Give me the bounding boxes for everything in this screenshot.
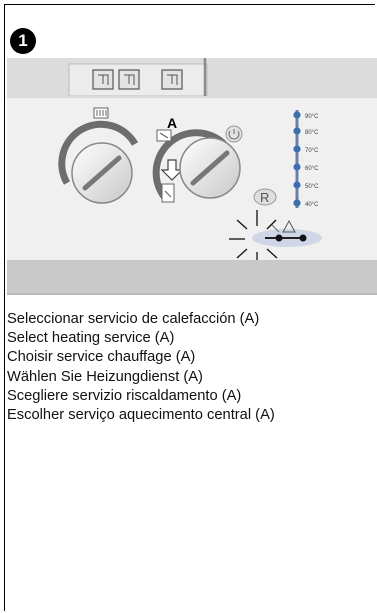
svg-text:40°C: 40°C	[305, 202, 319, 208]
panel-bottom-strip	[7, 260, 377, 295]
svg-text:90°C: 90°C	[305, 114, 319, 120]
boiler-control-panel: A R 90°C 80°C 70°C 60°C 50°C 40°C	[7, 58, 377, 295]
instruction-de: Wählen Sie Heizungdienst (A)	[7, 368, 203, 385]
temperature-knob-left	[58, 107, 139, 204]
led-70: 70°C	[293, 145, 319, 154]
service-selector-knob: R	[152, 125, 277, 206]
led-80: 80°C	[293, 127, 319, 136]
instruction-en: Select heating service (A)	[7, 330, 175, 347]
reset-letter: R	[260, 190, 269, 205]
status-indicator	[252, 219, 322, 247]
temperature-led-scale: 90°C 80°C 70°C 60°C 50°C 40°C	[293, 110, 319, 208]
selection-arrow-icon	[160, 159, 184, 181]
instruction-fr: Choisir service chauffage (A)	[7, 349, 196, 366]
knob-label-a: A	[167, 115, 177, 131]
led-50: 50°C	[293, 181, 319, 190]
led-lit-icon	[275, 234, 283, 242]
hot-water-icon	[161, 183, 175, 203]
reset-button	[253, 188, 277, 206]
svg-text:60°C: 60°C	[305, 166, 319, 172]
instruction-it: Scegliere servizio riscaldamento (A)	[7, 387, 242, 404]
instruction-es: Seleccionar servicio de calefacción (A)	[7, 311, 260, 327]
led-40: 40°C	[293, 199, 319, 208]
instruction-list: Seleccionar servicio de calefacción (A) …	[7, 310, 372, 425]
svg-text:70°C: 70°C	[305, 148, 319, 154]
warning-icon	[282, 219, 296, 233]
radiator-icon	[93, 107, 109, 119]
instruction-frame	[4, 4, 375, 611]
rocker-switches	[92, 69, 183, 90]
svg-text:50°C: 50°C	[305, 184, 319, 190]
instruction-pt: Escolher serviço aquecimento central (A)	[7, 407, 275, 424]
svg-text:80°C: 80°C	[305, 130, 319, 136]
step-number-badge: 1	[10, 28, 36, 54]
led-60: 60°C	[293, 163, 319, 172]
led-90: 90°C	[293, 111, 319, 120]
